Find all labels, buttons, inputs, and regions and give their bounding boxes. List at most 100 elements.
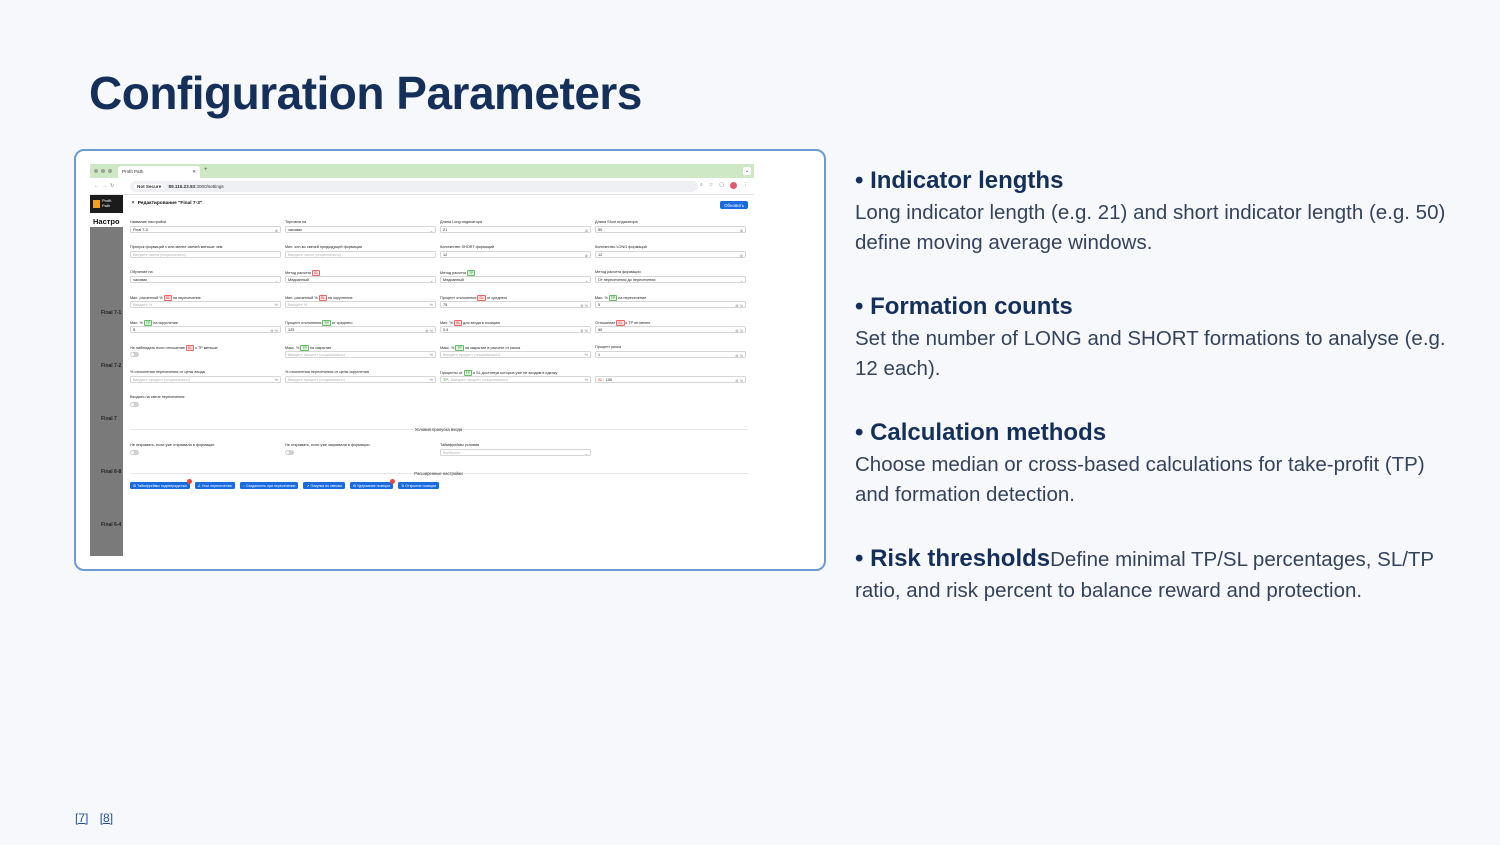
embedded-browser-screenshot: Profit Path ✕ + ⌄ ←→↻ Not Secure 89.116.… — [90, 164, 754, 556]
toggle-switch[interactable] — [285, 450, 294, 455]
tag-badge: TP — [455, 345, 464, 351]
field-input[interactable]: Введите процент (опционально)% — [285, 351, 436, 358]
bullet-heading: • Risk thresholds — [855, 545, 1051, 572]
field-input[interactable]: Выберите⌄ — [440, 449, 591, 456]
maximize-window-dot[interactable] — [108, 169, 112, 173]
field-input[interactable]: 12⊗ — [595, 251, 746, 258]
field-input[interactable]: От пересечения до пересечения⌄ — [595, 276, 746, 283]
field-input[interactable]: Final 7-3⊗ — [130, 226, 281, 233]
logo-line-1: Profit — [102, 198, 112, 203]
field-input[interactable]: 75⊗ % — [440, 301, 591, 308]
sidebar-item[interactable]: Final 6-4 — [101, 522, 122, 528]
field-input[interactable]: Введите процент (опционально)% — [130, 376, 281, 383]
sidebar-item[interactable]: Final 7-1 — [101, 310, 122, 316]
reference-link[interactable]: [8] — [99, 811, 114, 825]
field-input[interactable]: Введите процент (опционально)% — [285, 376, 436, 383]
update-button[interactable]: Обновить — [720, 201, 748, 209]
reference-link[interactable]: [7] — [75, 811, 89, 825]
field-label: Обучение на — [130, 270, 153, 274]
field-label: Не открывать, если уже открывали в форма… — [130, 443, 215, 447]
field-input[interactable]: 0.4⊗ % — [440, 326, 591, 333]
close-icon[interactable]: ✕ — [192, 169, 196, 174]
browser-tab-bar: Profit Path ✕ + ⌄ — [90, 164, 754, 178]
close-icon[interactable]: ✕ — [131, 201, 136, 206]
field-input[interactable]: 50⊗ — [595, 226, 746, 233]
toggle-switch[interactable] — [130, 450, 139, 455]
toggle-switch[interactable] — [130, 402, 139, 407]
panel-title-text: Редактирование "Final 7-3" — [137, 201, 203, 206]
field-input[interactable]: Медианный⌄ — [285, 276, 436, 283]
convergence-button[interactable]: ◌ Сходимость при пересечении — [239, 482, 299, 489]
field-input[interactable]: 125⊗ % — [285, 326, 436, 333]
field-input[interactable]: 12⊗ — [440, 251, 591, 258]
new-tab-icon[interactable]: + — [204, 167, 208, 173]
navigation-icons[interactable]: ←→↻ — [94, 183, 118, 189]
bullet-text: Long indicator length (e.g. 21) and shor… — [855, 201, 1446, 254]
field-input[interactable]: 1⊗ % — [595, 351, 746, 358]
app-sidebar: Profit Path Настро Final 7-1 Final 7-2 F… — [90, 195, 123, 556]
field-input[interactable]: TP:Введите процент (опционально)% — [440, 376, 591, 383]
field-input[interactable]: Медианный⌄ — [440, 276, 591, 283]
edit-panel: ✕ Редактирование "Final 7-3" Обновить На… — [123, 195, 754, 556]
field-input[interactable]: Введите число (опционально) — [285, 251, 436, 258]
app-logo[interactable]: Profit Path — [90, 195, 123, 213]
field-input[interactable]: часовик⌄ — [285, 226, 436, 233]
menu-kebab-icon[interactable]: ⋮ — [743, 182, 748, 188]
toggle-switch[interactable] — [130, 352, 139, 357]
field-input[interactable]: SL:100⊗ % — [595, 376, 746, 383]
field-input[interactable]: 5⊗ % — [130, 326, 281, 333]
url-host: 89.116.23.93 — [168, 184, 196, 189]
bullet-heading: • Calculation methods — [855, 419, 1107, 446]
bullet-formation-counts: • Formation counts Set the number of LON… — [855, 290, 1455, 384]
field-input[interactable]: часовик⌄ — [130, 276, 281, 283]
field-input[interactable]: Введите %% — [130, 301, 281, 308]
field-label: Пропуск формаций х или менее свечей мень… — [130, 245, 223, 249]
field-input[interactable]: 5⊗ % — [595, 301, 746, 308]
field-input[interactable]: Введите число (опционально) — [130, 251, 281, 258]
advanced-settings-heading: Расширенные настройки — [414, 471, 463, 476]
chevron-down-icon[interactable]: ⌄ — [743, 167, 751, 175]
minimize-window-dot[interactable] — [101, 169, 105, 173]
confirm-timeframes-button[interactable]: ⚙ Таймфреймы подтверждения — [130, 479, 192, 489]
field-input[interactable]: Введите %% — [285, 301, 436, 308]
hold-position-button[interactable]: ⚙ Удержание позиции — [349, 479, 396, 489]
notification-badge — [390, 479, 396, 484]
not-secure-badge[interactable]: Not Secure — [134, 184, 165, 189]
form-field: % отклонения пересечения от цены скругле… — [285, 370, 436, 383]
extensions-icon[interactable]: ▢ — [719, 182, 724, 188]
field-input[interactable]: 50⊗ % — [595, 326, 746, 333]
cross-angle-button[interactable]: ∠ Угол пересечения — [194, 482, 235, 489]
open-position-button[interactable]: ⇅ Открытие позиции — [398, 482, 440, 489]
tag-badge: TP — [322, 320, 331, 326]
logo-mark-icon — [93, 200, 100, 208]
bullet-calculation-methods: • Calculation methods Choose median or c… — [855, 416, 1455, 510]
close-window-dot[interactable] — [94, 169, 98, 173]
tag-badge: SL — [312, 270, 321, 276]
sidebar-item[interactable]: Final 7 — [101, 416, 117, 422]
candle-buy-button[interactable]: ↗ Покупка по свечам — [303, 482, 345, 489]
form-field: Длина Long индикатора 21⊗ — [440, 220, 591, 233]
bookmark-star-icon[interactable]: ☆ — [708, 182, 714, 188]
field-label: Длина Short индикатора — [595, 220, 638, 224]
advanced-buttons: ⚙ Таймфреймы подтверждения ∠ Угол пересе… — [130, 479, 440, 489]
zoom-icon[interactable]: ⌕ — [699, 182, 703, 188]
sidebar-item[interactable]: Final 7-2 — [101, 363, 122, 369]
field-label: Метод расчета формации — [595, 270, 641, 274]
url-field[interactable]: Not Secure 89.116.23.93:3000/settings — [130, 181, 698, 192]
field-input[interactable]: 21⊗ — [440, 226, 591, 233]
avatar[interactable] — [730, 182, 737, 189]
field-input[interactable]: Введите процент (опционально)% — [440, 351, 591, 358]
browser-tab[interactable]: Profit Path ✕ — [118, 166, 200, 178]
field-label: Длина Long индикатора — [440, 220, 483, 224]
field-label: Название настройки — [130, 220, 166, 224]
sidebar-item[interactable]: Final 6-8 — [101, 469, 122, 475]
